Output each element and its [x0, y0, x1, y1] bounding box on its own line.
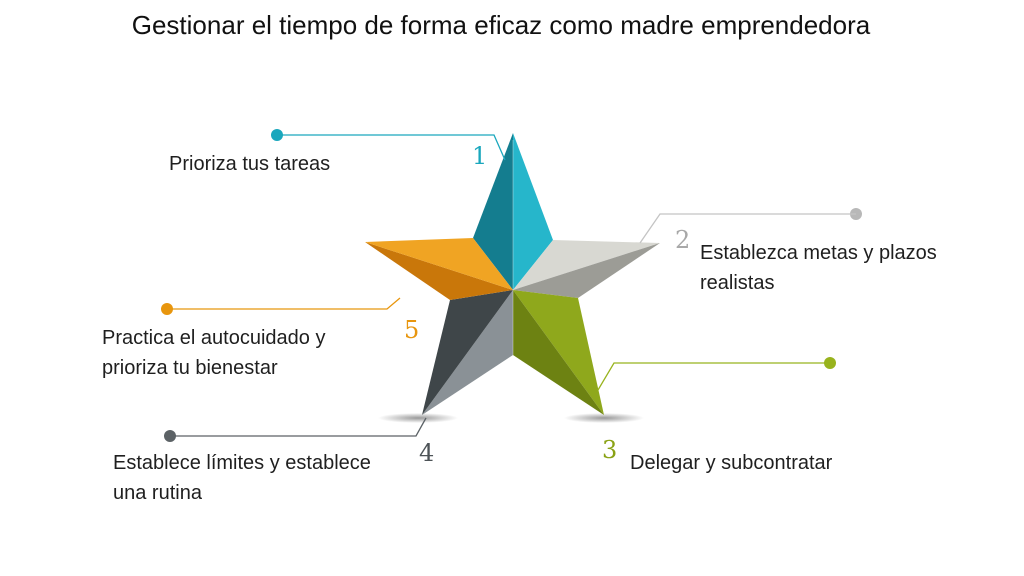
connector-2 — [639, 208, 862, 244]
connector-3 — [597, 357, 836, 391]
connector-1 — [271, 129, 506, 161]
star-point-1 — [473, 133, 553, 290]
star-point-5 — [365, 238, 513, 300]
item-5-label: Practica el autocuidado y prioriza tu bi… — [102, 327, 326, 379]
star-point-3 — [513, 290, 604, 415]
item-3-number: 3 — [602, 436, 618, 464]
item-3-label: Delegar y subcontratar — [630, 452, 833, 474]
item-4-label: Establece límites y establece una rutina — [113, 452, 371, 504]
item-1-label: Prioriza tus tareas — [169, 153, 331, 175]
star-shadow-right — [564, 413, 644, 423]
item-4-number: 4 — [419, 439, 435, 467]
item-1-number: 1 — [472, 142, 488, 170]
connector-5 — [161, 297, 401, 315]
item-5-number: 5 — [404, 316, 420, 344]
star-shadow-left — [378, 413, 458, 423]
star-point-2 — [513, 240, 660, 298]
item-2-number: 2 — [675, 226, 691, 254]
page-title: Gestionar el tiempo de forma eficaz como… — [131, 10, 871, 40]
star-point-4 — [422, 290, 513, 415]
connector-4 — [164, 417, 427, 442]
item-2-label: Establezca metas y plazos realistas — [700, 242, 937, 294]
